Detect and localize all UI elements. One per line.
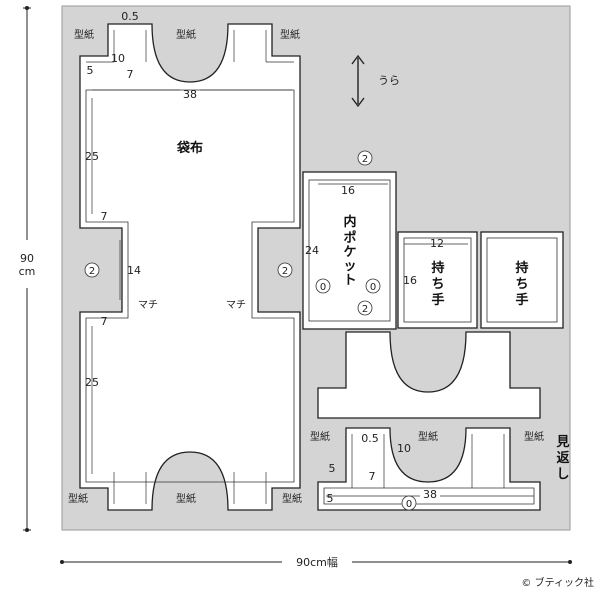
dim-38-top: 38	[183, 88, 197, 101]
height-label-unit: cm	[19, 265, 36, 278]
svg-text:返: 返	[556, 451, 569, 466]
facing-piece	[317, 331, 541, 419]
seam-allowance-facing: 0	[401, 495, 417, 511]
svg-text:ト: ト	[343, 273, 356, 288]
svg-text:2: 2	[362, 154, 368, 165]
dim-12-handle: 12	[430, 237, 444, 250]
svg-text:ケ: ケ	[343, 245, 356, 260]
bag-body-title: 袋布	[176, 140, 203, 156]
template-label-facing-l: 型紙	[310, 430, 330, 443]
dim-7-top: 7	[127, 68, 134, 81]
handle-title-1: 持 ち 手	[431, 260, 444, 308]
svg-text:見: 見	[555, 435, 569, 450]
template-label-tm: 型紙	[176, 28, 196, 41]
svg-text:2: 2	[282, 266, 288, 277]
svg-text:ち: ち	[431, 277, 444, 292]
pocket-title-1: 内	[343, 214, 356, 230]
svg-text:ポ: ポ	[343, 230, 356, 246]
svg-text:手: 手	[515, 292, 528, 308]
facing-bottom-piece	[317, 427, 541, 511]
height-dimension-line	[23, 7, 31, 531]
template-label-facing-m: 型紙	[418, 430, 438, 443]
dim-14: 14	[127, 264, 141, 277]
dim-7-mid-bottom: 7	[101, 315, 108, 328]
template-label-br: 型紙	[282, 492, 302, 505]
width-label: 90cm幅	[296, 556, 338, 569]
dim-10-facing: 10	[397, 442, 411, 455]
template-label-tr: 型紙	[280, 28, 300, 41]
dim-16-pocket-top: 16	[341, 184, 355, 197]
dim-7-facing: 7	[369, 470, 376, 483]
dim-7-mid-top: 7	[101, 210, 108, 223]
dim-05-top: 0.5	[121, 10, 139, 23]
svg-text:し: し	[556, 467, 569, 482]
dim-25-bottom: 25	[85, 376, 99, 389]
seam-allowance-pocket-right: 0	[365, 278, 381, 294]
facing-title: 見 返 し	[555, 435, 569, 482]
seam-allowance-pocket-left: 0	[315, 278, 331, 294]
svg-text:0: 0	[320, 282, 326, 293]
seam-allowance-pocket-top: 2	[357, 150, 373, 166]
inner-pocket-piece	[302, 171, 397, 330]
handle-piece-2	[480, 231, 564, 329]
gusset-label-left: マチ	[138, 299, 158, 311]
dim-05-facing: 0.5	[361, 432, 379, 445]
bag-body-piece	[79, 23, 301, 511]
svg-text:持: 持	[515, 260, 528, 276]
gusset-label-right: マチ	[226, 299, 246, 311]
dim-5-top: 5	[87, 64, 94, 77]
template-label-tl: 型紙	[74, 28, 94, 41]
svg-text:2: 2	[89, 266, 95, 277]
template-label-bm: 型紙	[176, 492, 196, 505]
svg-text:持: 持	[431, 260, 444, 276]
svg-text:0: 0	[406, 499, 412, 510]
dim-38-facing: 38	[423, 488, 437, 501]
pocket-title-2: ポ ケ ッ ト	[343, 230, 356, 288]
fold-arrow	[351, 54, 365, 108]
svg-text:ち: ち	[515, 277, 528, 292]
dim-25-top: 25	[85, 150, 99, 163]
handle-title-2: 持 ち 手	[515, 260, 528, 308]
seam-allowance-pocket-bottom: 2	[357, 300, 373, 316]
seam-allowance-left: 2	[84, 262, 100, 278]
svg-text:0: 0	[370, 282, 376, 293]
copyright: © ブティック社	[521, 576, 594, 589]
svg-text:2: 2	[362, 304, 368, 315]
template-label-bl: 型紙	[68, 492, 88, 505]
handle-piece-1	[397, 231, 478, 329]
fold-label: うら	[378, 74, 400, 87]
dim-16-handle: 16	[403, 274, 417, 287]
dim-10-top: 10	[111, 52, 125, 65]
height-label-number: 90	[20, 252, 34, 265]
dim-5-facing-top: 5	[329, 462, 336, 475]
template-label-facing-r: 型紙	[524, 430, 544, 443]
seam-allowance-right: 2	[277, 262, 293, 278]
dim-5-facing-bottom: 5	[327, 492, 334, 505]
svg-text:手: 手	[431, 292, 444, 308]
svg-text:ッ: ッ	[343, 259, 356, 274]
dim-24-pocket: 24	[305, 244, 319, 257]
